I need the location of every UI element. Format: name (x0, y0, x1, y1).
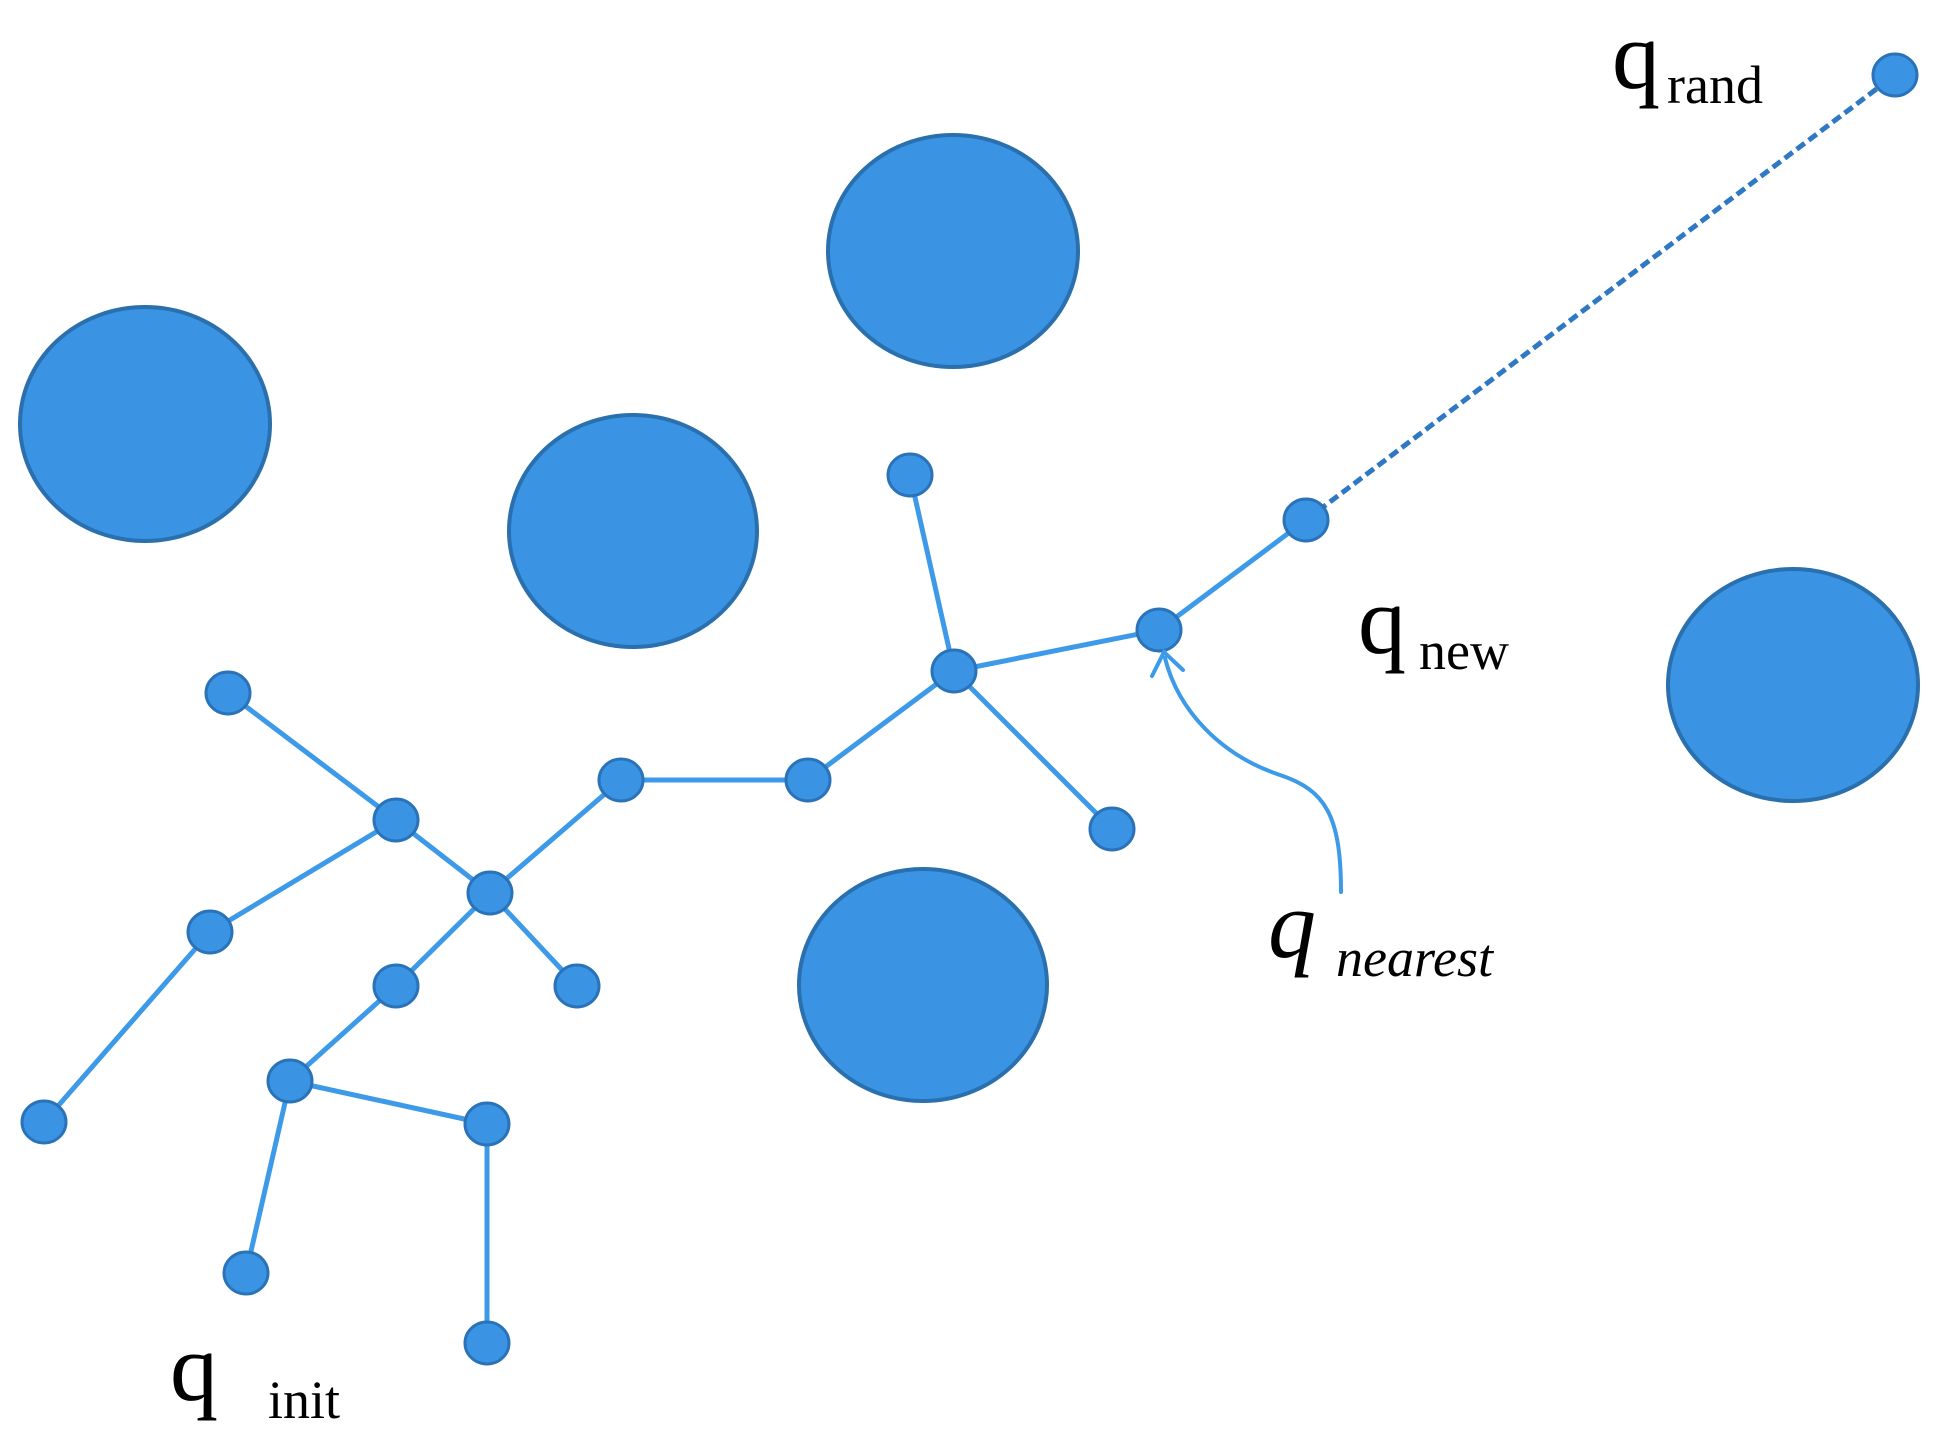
tree-edge (287, 983, 399, 1084)
svg-text:nearest: nearest (1336, 928, 1495, 988)
obstacle (826, 133, 1080, 369)
svg-text:q: q (1268, 871, 1316, 978)
tree-node (20, 1099, 68, 1145)
q-rand-sub: rand (1667, 55, 1763, 115)
obstacle (1666, 567, 1920, 803)
tree-node (597, 757, 645, 803)
label-q-init: q init (170, 1314, 340, 1430)
tree-edge (41, 929, 213, 1125)
tree-node-nearest (1135, 607, 1183, 653)
tree-nodes (20, 52, 1919, 1366)
label-q-nearest: q nearest (1268, 871, 1495, 988)
tree-edge (951, 668, 1115, 832)
label-q-rand: q rand (1612, 2, 1763, 115)
q-init-sub: init (268, 1370, 340, 1430)
obstacle (18, 305, 272, 543)
svg-text:rand: rand (1667, 55, 1763, 115)
tree-edge (287, 1078, 490, 1127)
curved-arrow-icon (1150, 648, 1343, 894)
q-new-sub: new (1419, 621, 1509, 681)
svg-text:q: q (1358, 567, 1406, 674)
svg-text:q: q (170, 1314, 218, 1421)
q-nearest-sub: nearest (1336, 928, 1495, 988)
tree-edge (805, 668, 957, 783)
obstacle (507, 413, 759, 649)
tree-edge (207, 817, 399, 935)
tree-node (1088, 806, 1136, 852)
tree-node (372, 963, 420, 1009)
random-node (1871, 52, 1919, 98)
svg-text:init: init (268, 1370, 340, 1430)
tree-node (466, 870, 514, 916)
tree-node (186, 909, 234, 955)
q-init-base: q (170, 1314, 218, 1421)
tree-edge (487, 777, 624, 896)
tree-node (784, 757, 832, 803)
tree-node (930, 648, 978, 694)
obstacle (797, 867, 1049, 1103)
tree-edge (951, 627, 1162, 674)
tree-node-new (1282, 497, 1330, 543)
label-q-new: q new (1358, 567, 1509, 681)
q-nearest-base: q (1268, 871, 1316, 978)
tree-node (553, 963, 601, 1009)
tree-edge (907, 472, 957, 674)
tree-node (463, 1101, 511, 1147)
obstacles (18, 133, 1920, 1103)
tree-node (204, 670, 252, 716)
dashed-extension (1304, 73, 1897, 522)
tree-edge (1156, 517, 1309, 633)
tree-node (886, 452, 934, 498)
tree-node (222, 1250, 270, 1296)
tree-edge (225, 690, 399, 823)
q-new-base: q (1358, 567, 1406, 674)
tree-edge (243, 1078, 293, 1276)
tree-node-init (463, 1320, 511, 1366)
svg-text:q: q (1612, 2, 1660, 109)
tree-node (266, 1058, 314, 1104)
q-rand-base: q (1612, 2, 1660, 109)
tree-node (372, 797, 420, 843)
svg-text:new: new (1419, 621, 1509, 681)
